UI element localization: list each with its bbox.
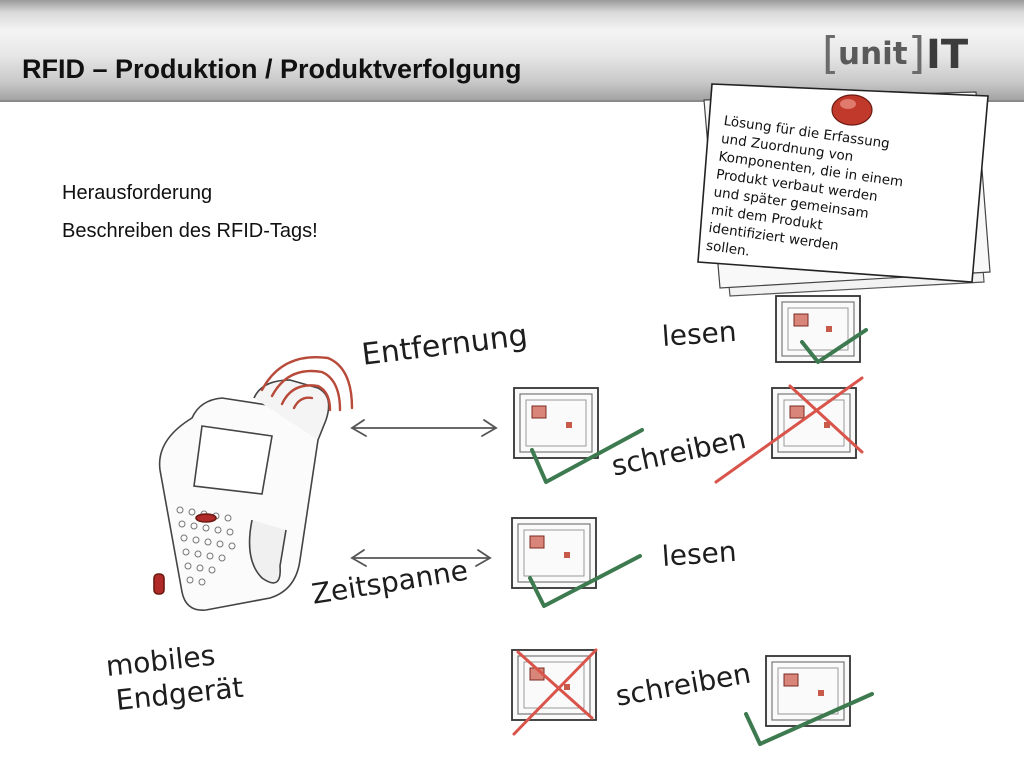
header-bar <box>0 0 1024 102</box>
note-paper-stack <box>697 83 991 297</box>
check-icon <box>530 428 644 484</box>
logo-it-text: IT <box>926 32 969 78</box>
rfid-tag-6 <box>765 655 851 727</box>
page-title: RFID – Produktion / Produktverfolgung <box>22 54 522 84</box>
read-label-bottom: lesen <box>660 534 738 573</box>
cross-icon <box>512 648 598 736</box>
check-icon <box>528 554 642 608</box>
unit-it-logo: [ unit ] IT <box>822 28 972 79</box>
check-icon <box>800 328 868 364</box>
read-label-top: lesen <box>660 314 738 353</box>
logo-bracket-open: [ <box>822 28 840 79</box>
timespan-arrow <box>350 549 492 567</box>
logo-bracket-close: ] <box>908 28 926 79</box>
mobile-device-illustration <box>153 379 330 611</box>
challenge-heading: Herausforderung <box>62 182 213 204</box>
pin-icon <box>831 94 873 126</box>
distance-arrow <box>350 419 498 437</box>
rfid-tag-2 <box>513 387 599 459</box>
rfid-tag-3 <box>771 387 857 459</box>
challenge-text: Beschreiben des RFID-Tags! <box>62 220 318 242</box>
check-icon <box>744 692 874 746</box>
rfid-tag-1 <box>775 295 861 363</box>
radio-signal-icon <box>260 356 354 412</box>
cross-icon <box>714 376 864 484</box>
rfid-tag-4 <box>511 517 597 589</box>
logo-unit-text: unit <box>838 36 908 72</box>
